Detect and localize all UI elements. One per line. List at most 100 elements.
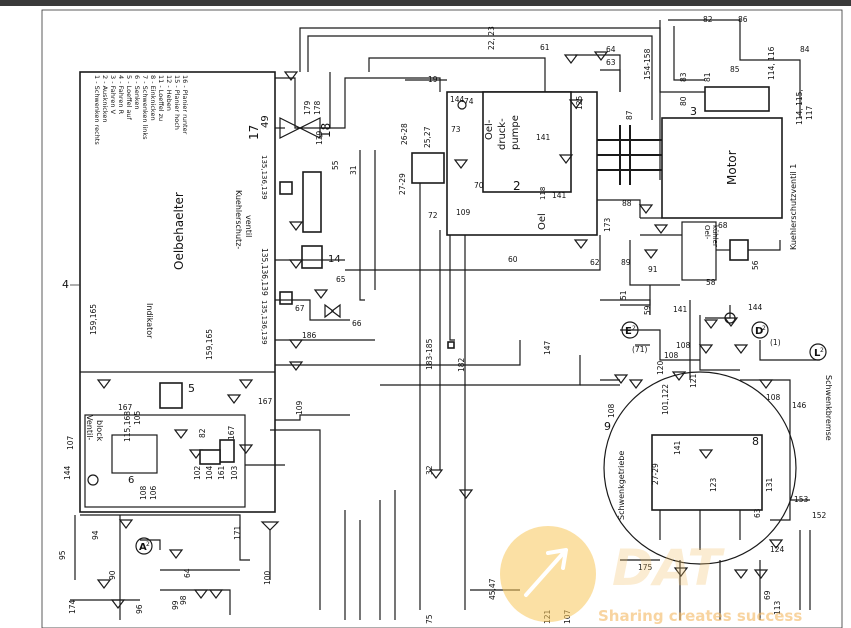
indicator-port-182	[447, 341, 455, 349]
valve-symbols	[96, 51, 784, 609]
label-118: 118	[539, 187, 547, 200]
svg-text:121: 121	[543, 609, 552, 624]
svg-text:70: 70	[474, 181, 484, 190]
filter-element	[302, 171, 322, 233]
legend-list: 1 - Schwenken rechts 2 - Ausknicken 3 - …	[93, 75, 189, 145]
svg-text:120: 120	[656, 360, 665, 375]
svg-text:2: 2	[762, 325, 766, 332]
oil-tank-label: Oelbehaelter	[172, 192, 186, 270]
svg-text:173: 173	[603, 217, 612, 232]
svg-text:141: 141	[552, 191, 567, 200]
oil-pump-label-2: druck-	[497, 118, 508, 150]
svg-text:101,122: 101,122	[661, 384, 670, 415]
svg-text:152: 152	[812, 511, 827, 520]
port-marker-A: A 2	[135, 537, 153, 555]
svg-text:68: 68	[718, 221, 728, 230]
svg-text:107: 107	[66, 435, 75, 450]
svg-text:167: 167	[258, 397, 273, 406]
svg-text:E: E	[625, 326, 632, 337]
svg-text:141: 141	[673, 440, 682, 455]
svg-text:65: 65	[336, 275, 346, 284]
svg-text:(71): (71)	[632, 345, 647, 354]
svg-text:85: 85	[730, 65, 740, 74]
port-marker-L: L 2	[809, 343, 827, 361]
svg-text:67: 67	[295, 304, 305, 313]
svg-text:32: 32	[425, 465, 434, 475]
svg-text:106: 106	[149, 485, 158, 500]
svg-text:L: L	[814, 348, 821, 359]
label-4: 4	[62, 278, 69, 291]
valve-14-box	[301, 245, 323, 269]
svg-text:124: 124	[770, 545, 785, 554]
svg-text:113: 113	[773, 600, 782, 615]
filter-26-28	[411, 152, 445, 184]
svg-text:25,27: 25,27	[423, 126, 432, 148]
svg-text:95: 95	[58, 550, 67, 560]
cooler-valve-right: Kuehlerschutzventil 1	[789, 164, 798, 250]
svg-text:108: 108	[607, 403, 616, 418]
svg-text:31: 31	[349, 165, 358, 175]
valve-68	[729, 239, 749, 261]
oil-tank-box	[79, 71, 276, 513]
valve-block-label-2: block	[95, 420, 104, 442]
label-9: 9	[604, 420, 611, 433]
svg-text:2: 2	[820, 347, 824, 354]
svg-text:27-29: 27-29	[651, 463, 660, 485]
svg-text:131: 131	[765, 477, 774, 492]
svg-text:49: 49	[260, 115, 271, 128]
svg-text:144: 144	[450, 95, 465, 104]
svg-text:82: 82	[198, 428, 207, 438]
label-8: 8	[752, 435, 759, 448]
svg-text:58: 58	[706, 278, 716, 287]
svg-text:5 - Loeffel auf: 5 - Loeffel auf	[125, 75, 133, 121]
svg-text:69: 69	[763, 590, 772, 600]
svg-text:100: 100	[263, 570, 272, 585]
svg-text:19: 19	[428, 75, 438, 84]
svg-text:87: 87	[625, 110, 634, 120]
svg-text:63: 63	[753, 508, 762, 518]
svg-text:144: 144	[63, 465, 72, 480]
label-2: 2	[513, 179, 521, 193]
svg-text:51: 51	[619, 290, 628, 300]
svg-text:66: 66	[352, 319, 362, 328]
svg-text:62: 62	[590, 258, 600, 267]
svg-text:103: 103	[230, 465, 239, 480]
svg-text:96: 96	[135, 604, 144, 614]
svg-text:22, 23: 22, 23	[487, 26, 496, 50]
valve-block-core	[111, 434, 158, 474]
svg-text:88: 88	[622, 199, 632, 208]
port-box-2	[279, 291, 293, 305]
svg-text:147: 147	[543, 340, 552, 355]
svg-text:7 - Schwenken links: 7 - Schwenken links	[141, 75, 149, 140]
cooler-valve-label-1: Kuehlerschutz-	[234, 190, 243, 249]
svg-text:27-29: 27-29	[398, 173, 407, 195]
svg-text:104: 104	[205, 465, 214, 480]
svg-text:146: 146	[792, 401, 807, 410]
svg-text:107: 107	[563, 609, 572, 624]
indicator-box	[159, 382, 183, 409]
svg-text:74: 74	[464, 97, 474, 106]
svg-text:141: 141	[536, 133, 551, 142]
swing-gear-housing	[651, 434, 763, 511]
svg-text:82: 82	[703, 15, 713, 24]
svg-text:91: 91	[648, 265, 658, 274]
top-border-bar	[0, 0, 851, 6]
swing-gear-circle	[603, 371, 797, 565]
label-3: 3	[690, 105, 697, 118]
oil-cooler-label-2: kühler	[711, 225, 719, 247]
svg-text:45,47: 45,47	[488, 578, 497, 600]
valve-block-label-1: Ventil-	[85, 415, 94, 440]
oil-label: Oel	[537, 213, 548, 230]
svg-text:174: 174	[68, 599, 77, 614]
label-5: 5	[188, 382, 195, 395]
svg-text:171: 171	[233, 525, 242, 540]
svg-text:18: 18	[319, 123, 333, 138]
svg-text:84: 84	[800, 45, 810, 54]
swing-brake-label: Schwenkbremse	[824, 375, 833, 441]
svg-text:8 - Einknicken: 8 - Einknicken	[149, 75, 157, 121]
oil-pump-inner	[482, 91, 572, 193]
label-135-bottom: 135,136,139	[260, 300, 268, 345]
oil-pump-label-3: pumpe	[510, 115, 521, 150]
svg-text:141: 141	[673, 305, 688, 314]
